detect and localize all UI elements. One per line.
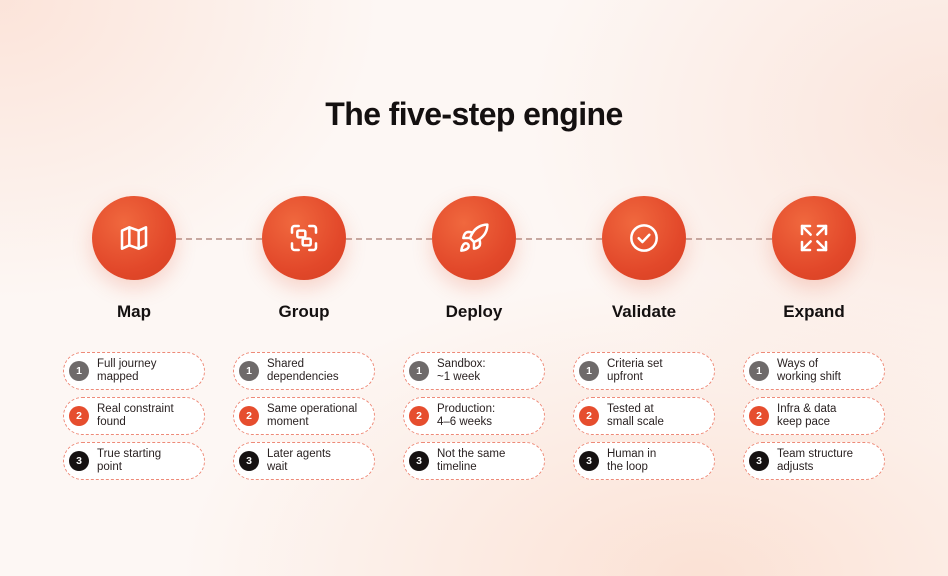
- item-number-badge: 1: [239, 361, 259, 381]
- step-items: 1 Ways of working shift 2 Infra & data k…: [743, 352, 885, 480]
- list-item: 2 Real constraint found: [63, 397, 205, 435]
- item-text: Criteria set upfront: [607, 358, 663, 383]
- item-number-badge: 3: [409, 451, 429, 471]
- step-title: Expand: [783, 302, 845, 321]
- rocket-icon: [460, 223, 489, 252]
- item-text: Not the same timeline: [437, 448, 506, 473]
- item-number-badge: 1: [69, 361, 89, 381]
- list-item: 3 Human in the loop: [573, 442, 715, 480]
- step-deploy: Deploy 1 Sandbox: ~1 week 2 Production: …: [399, 196, 549, 480]
- item-text: Tested at small scale: [607, 403, 664, 428]
- step-icon-circle: [772, 196, 856, 280]
- item-text: Human in the loop: [607, 448, 657, 473]
- list-item: 2 Production: 4–6 weeks: [403, 397, 545, 435]
- item-number-badge: 2: [69, 406, 89, 426]
- item-text: Production: 4–6 weeks: [437, 403, 496, 428]
- expand-icon: [800, 224, 828, 252]
- step-title: Group: [278, 302, 330, 321]
- item-number-badge: 1: [579, 361, 599, 381]
- item-text: Same operational moment: [267, 403, 358, 428]
- list-item: 2 Infra & data keep pace: [743, 397, 885, 435]
- list-item: 1 Full journey mapped: [63, 352, 205, 390]
- step-title: Map: [117, 302, 151, 321]
- item-number-badge: 3: [239, 451, 259, 471]
- list-item: 3 Later agents wait: [233, 442, 375, 480]
- item-number-badge: 2: [239, 406, 259, 426]
- step-expand: Expand 1 Ways of working shift 2 Infra &…: [739, 196, 889, 480]
- step-icon-circle: [262, 196, 346, 280]
- item-number-badge: 3: [69, 451, 89, 471]
- item-text: Sandbox: ~1 week: [437, 358, 486, 383]
- check-circle-icon: [630, 224, 658, 252]
- item-number-badge: 3: [749, 451, 769, 471]
- item-number-badge: 1: [409, 361, 429, 381]
- step-items: 1 Criteria set upfront 2 Tested at small…: [573, 352, 715, 480]
- step-items: 1 Shared dependencies 2 Same operational…: [233, 352, 375, 480]
- group-icon: [290, 224, 318, 252]
- item-text: Real constraint found: [97, 403, 174, 428]
- list-item: 2 Same operational moment: [233, 397, 375, 435]
- item-text: Shared dependencies: [267, 358, 339, 383]
- item-text: Full journey mapped: [97, 358, 157, 383]
- step-icon-circle: [602, 196, 686, 280]
- item-number-badge: 2: [579, 406, 599, 426]
- step-map: Map 1 Full journey mapped 2 Real constra…: [59, 196, 209, 480]
- list-item: 3 Team structure adjusts: [743, 442, 885, 480]
- item-number-badge: 1: [749, 361, 769, 381]
- list-item: 1 Criteria set upfront: [573, 352, 715, 390]
- item-number-badge: 2: [409, 406, 429, 426]
- page-title: The five-step engine: [325, 96, 623, 132]
- step-items: 1 Sandbox: ~1 week 2 Production: 4–6 wee…: [403, 352, 545, 480]
- item-text: Infra & data keep pace: [777, 403, 837, 428]
- item-number-badge: 2: [749, 406, 769, 426]
- step-icon-circle: [432, 196, 516, 280]
- list-item: 3 True starting point: [63, 442, 205, 480]
- item-number-badge: 3: [579, 451, 599, 471]
- step-items: 1 Full journey mapped 2 Real constraint …: [63, 352, 205, 480]
- list-item: 1 Sandbox: ~1 week: [403, 352, 545, 390]
- item-text: Later agents wait: [267, 448, 331, 473]
- item-text: Ways of working shift: [777, 358, 841, 383]
- list-item: 1 Ways of working shift: [743, 352, 885, 390]
- map-icon: [120, 226, 148, 250]
- list-item: 2 Tested at small scale: [573, 397, 715, 435]
- step-group: Group 1 Shared dependencies 2 Same opera…: [229, 196, 379, 480]
- list-item: 1 Shared dependencies: [233, 352, 375, 390]
- item-text: Team structure adjusts: [777, 448, 854, 473]
- step-title: Validate: [611, 302, 677, 321]
- item-text: True starting point: [97, 448, 162, 473]
- step-icon-circle: [92, 196, 176, 280]
- list-item: 3 Not the same timeline: [403, 442, 545, 480]
- step-validate: Validate 1 Criteria set upfront 2 Tested…: [569, 196, 719, 480]
- step-title: Deploy: [445, 302, 503, 321]
